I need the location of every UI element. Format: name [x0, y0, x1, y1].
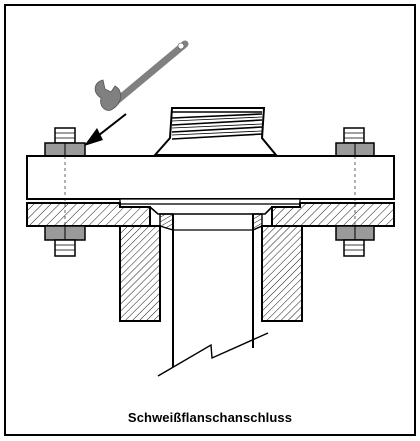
weld-flange-left	[26, 202, 151, 227]
gasket	[119, 198, 301, 205]
wrench-icon	[94, 40, 189, 111]
weld-flange-right	[271, 202, 395, 227]
outer-frame	[4, 4, 416, 436]
device-flange	[26, 155, 395, 200]
arrow-icon	[84, 113, 127, 146]
bolt-left-top	[44, 127, 86, 157]
bolt-right-top	[335, 127, 375, 157]
diagram-caption: Schweißflanschanschluss	[127, 410, 293, 425]
bolt-left-bottom	[44, 225, 86, 257]
threaded-spigot	[152, 107, 279, 156]
flange-groove	[149, 206, 273, 215]
process-pipe	[157, 214, 269, 377]
weld-seam-right	[252, 213, 263, 232]
nozzle-wall-right	[261, 225, 303, 322]
nozzle-wall-left	[119, 225, 161, 322]
bolt-right-bottom	[335, 225, 375, 257]
weld-seam-left	[159, 213, 174, 231]
